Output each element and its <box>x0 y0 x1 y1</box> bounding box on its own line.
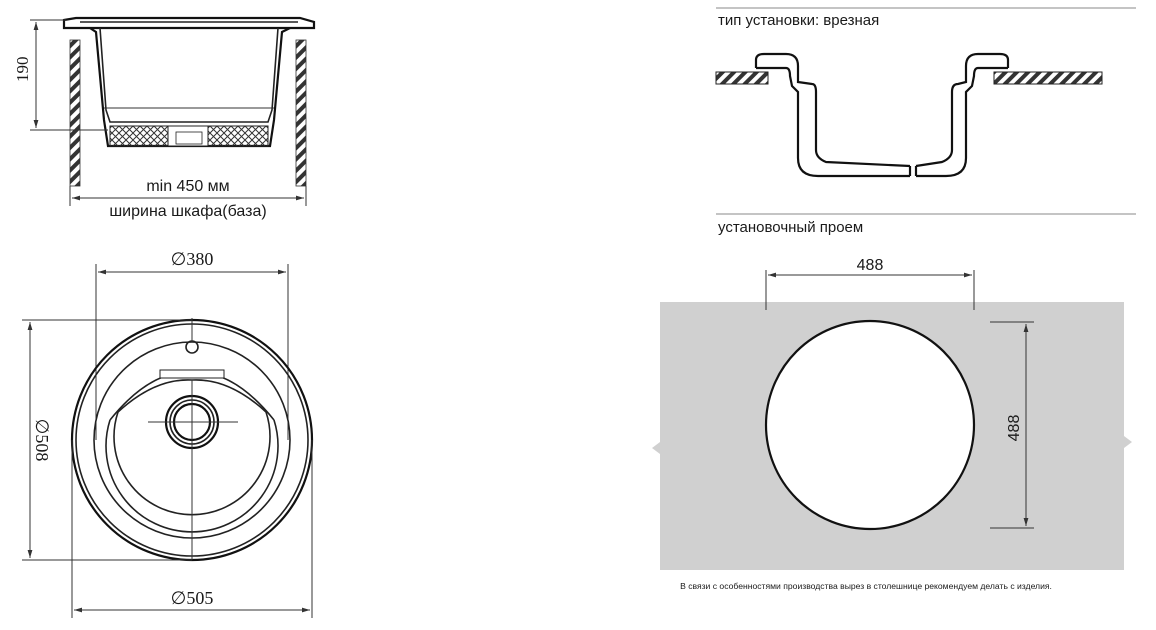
cutout-height-label: 488 <box>1006 415 1023 442</box>
outer-diameter-label: ∅505 <box>171 588 214 608</box>
sink-profile-left <box>754 52 911 168</box>
cutout-title: установочный проем <box>718 219 863 236</box>
cutout-width-label: 488 <box>857 257 884 274</box>
cabinet-wall-right <box>295 39 307 187</box>
install-type-section: тип установки: врезная <box>715 7 1136 178</box>
countertop-right <box>993 71 1103 85</box>
install-type-title: тип установки: врезная <box>718 12 879 29</box>
top-view: ∅380 ∅508 ∅505 <box>22 249 314 618</box>
cabinet-width-label: ширина шкафа(база) <box>109 203 266 220</box>
sink-rim <box>62 16 316 30</box>
cutout-note: В связи с особенностями производства выр… <box>680 581 1052 591</box>
bowl-diameter-label: ∅380 <box>171 249 214 269</box>
cutout-hole <box>764 319 976 531</box>
cabinet-wall-left <box>69 39 81 187</box>
height-label: 190 <box>13 57 32 83</box>
side-view: 190 min 450 мм ширина шкафа(база) <box>13 16 316 220</box>
sink-profile-right <box>915 52 1010 168</box>
height-diameter-label: ∅508 <box>32 419 52 462</box>
min-width-label: min 450 мм <box>146 178 229 195</box>
countertop-left <box>715 71 769 85</box>
cutout-section: установочный проем 488 488 В связи с осо… <box>652 213 1136 591</box>
